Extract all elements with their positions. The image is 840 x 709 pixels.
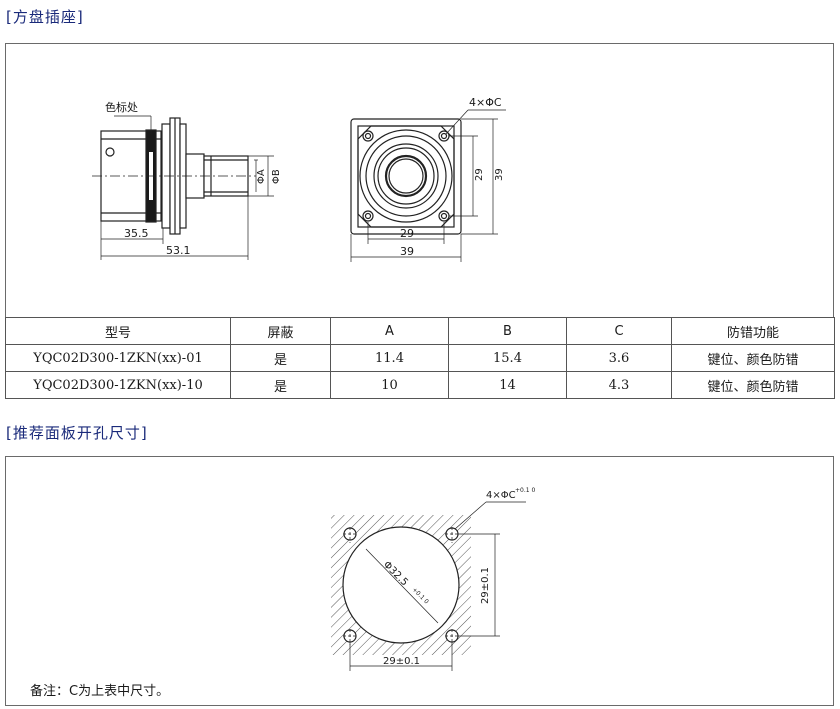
cell-c: 3.6 [566,344,672,372]
table-header-row: 型号 屏蔽 A B C 防错功能 [5,317,835,345]
dim-phi-a: ΦA [256,169,267,184]
holes-label: 4×ΦC [469,96,502,109]
table-row: YQC02D300-1ZKN(xx)-10 是 10 14 4.3 键位、颜色防… [5,371,835,399]
cutout-holes-label: 4×ΦC [486,490,516,501]
header-error-proof: 防错功能 [671,317,835,345]
header-a: A [330,317,449,345]
dim-53-1: 53.1 [166,244,191,257]
cell-shield: 是 [230,371,331,399]
dim-29-horizontal: 29 [400,227,414,240]
drawing-panel-cutout: 4×ΦC +0.1 0 Φ32.5 +0.1 0 29±0.1 29±0.1 [5,456,834,706]
cutout-dim-horizontal: 29±0.1 [383,656,420,667]
section-title-panel-cutout: [推荐面板开孔尺寸] [6,424,148,442]
dim-39-vertical: 39 [494,168,505,181]
spec-table: 型号 屏蔽 A B C 防错功能 YQC02D300-1ZKN(xx)-01 是… [5,317,835,399]
cell-b: 14 [448,371,567,399]
color-mark-label: 色标处 [105,100,138,114]
footnote: 备注：C为上表中尺寸。 [30,684,170,699]
header-model: 型号 [5,317,231,345]
header-b: B [448,317,567,345]
socket-technical-drawing: 色标处 35.5 53.1 ΦA ΦB [92,96,506,262]
cell-a: 11.4 [330,344,449,372]
cell-b: 15.4 [448,344,567,372]
cell-error-proof: 键位、颜色防错 [671,371,835,399]
cell-a: 10 [330,371,449,399]
cell-c: 4.3 [566,371,672,399]
side-view [92,115,274,260]
header-c: C [566,317,672,345]
cell-model: YQC02D300-1ZKN(xx)-01 [5,344,231,372]
front-view [350,109,506,262]
cutout-technical-drawing: 4×ΦC +0.1 0 Φ32.5 +0.1 0 29±0.1 29±0.1 [331,487,535,671]
drawing-panel-socket: 色标处 35.5 53.1 ΦA ΦB [5,43,834,318]
cell-error-proof: 键位、颜色防错 [671,344,835,372]
section-title-flange-socket: [方盘插座] [6,8,84,26]
cell-model: YQC02D300-1ZKN(xx)-10 [5,371,231,399]
cutout-holes-tolerance: +0.1 0 [515,487,535,494]
cell-shield: 是 [230,344,331,372]
dim-39-horizontal: 39 [400,245,414,258]
header-shield: 屏蔽 [230,317,331,345]
cutout-view [331,501,526,671]
dim-phi-b: ΦB [271,169,282,184]
cutout-dim-vertical: 29±0.1 [480,567,491,604]
dim-35-5: 35.5 [124,227,149,240]
table-row: YQC02D300-1ZKN(xx)-01 是 11.4 15.4 3.6 键位… [5,344,835,372]
dim-29-vertical: 29 [474,168,485,181]
